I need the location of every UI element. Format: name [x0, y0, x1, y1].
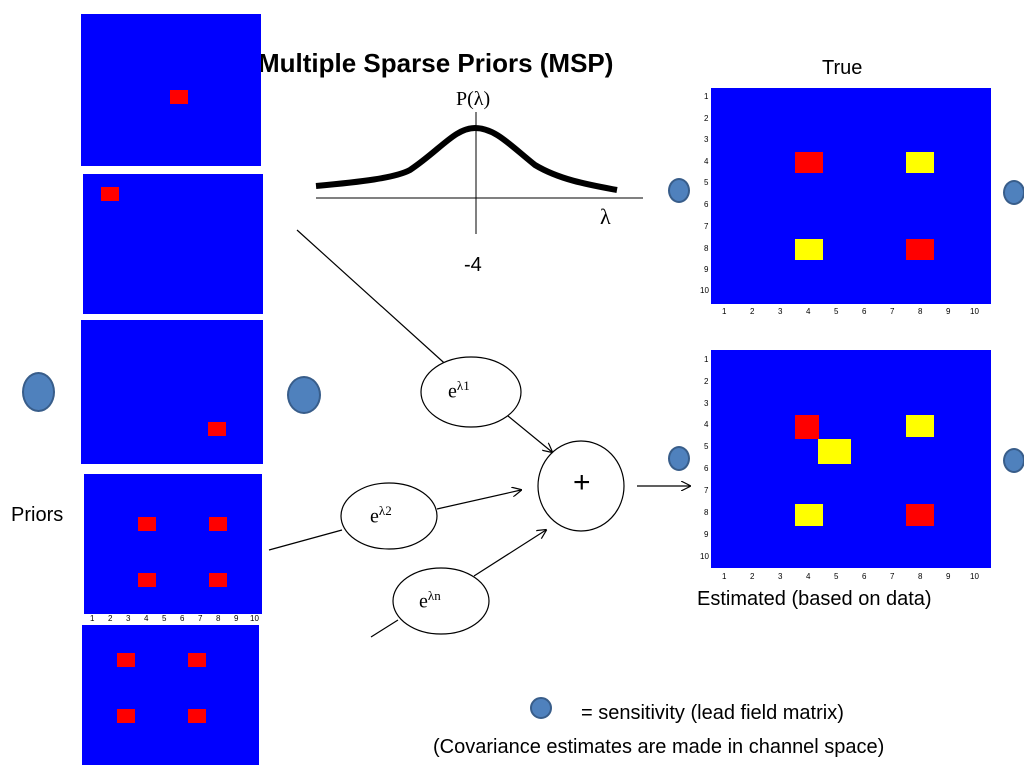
true-yticks: 1 2 3 4 5 6 7 8 9 10 [700, 92, 709, 295]
legend-sensitivity: = sensitivity (lead field matrix) [581, 702, 844, 724]
prior-curve [315, 124, 618, 193]
true-patch-yellow-2 [795, 239, 823, 260]
est-patch-yellow-1 [906, 415, 934, 437]
sensor-dot-true-left [668, 178, 690, 203]
priors-label: Priors [11, 504, 64, 526]
prior-5-patch-c [117, 709, 135, 723]
sensor-dot-est-left [668, 446, 690, 471]
sensor-dot-true-right [1003, 180, 1024, 205]
weight-n-label: eλn [419, 588, 441, 613]
prior-panel-1 [81, 14, 261, 166]
weight-1-label: eλ1 [448, 378, 470, 403]
prior-4-patch-c [138, 573, 156, 587]
est-patch-red-1 [795, 415, 819, 439]
prior-1-tick-strip [81, 166, 261, 172]
prior-panel-3 [81, 320, 263, 464]
prior-4-xticks: 1 2 3 4 5 6 7 8 9 10 [90, 614, 259, 623]
prior-4-patch-b [209, 517, 227, 531]
sensor-dot-left-2 [287, 376, 321, 414]
link-curve-w1 [296, 229, 453, 371]
est-patch-yellow-extra [818, 439, 851, 464]
true-xticks: 1 2 3 4 5 6 7 8 9 10 [722, 307, 979, 316]
prior-2-patch [101, 187, 119, 201]
prior-5-patch-b [188, 653, 206, 667]
sum-circle [537, 440, 625, 532]
est-patch-red-2 [906, 504, 934, 526]
prior-5-patch-a [117, 653, 135, 667]
curve-ylabel: P(λ) [456, 88, 491, 110]
link-prior-wn [370, 619, 399, 638]
true-label: True [822, 57, 863, 79]
weight-n-ellipse [392, 567, 490, 635]
est-patch-yellow-2 [795, 504, 823, 526]
curve-center-label: -4 [464, 254, 482, 276]
sum-symbol: + [573, 466, 591, 499]
weight-1-ellipse [420, 356, 522, 428]
est-xticks: 1 2 3 4 5 6 7 8 9 10 [722, 572, 979, 581]
prior-5-patch-d [188, 709, 206, 723]
prior-panel-2 [83, 174, 263, 314]
prior-panel-4 [84, 474, 262, 614]
prior-4-patch-a [138, 517, 156, 531]
estimated-label: Estimated (based on data) [697, 588, 932, 610]
weight-2-ellipse [340, 482, 438, 550]
arrow-wn-sum [473, 530, 546, 577]
est-yticks: 1 2 3 4 5 6 7 8 9 10 [700, 355, 709, 561]
true-patch-red-2 [906, 239, 934, 260]
link-prior-w2 [268, 529, 343, 551]
true-patch-red-1 [795, 152, 823, 173]
slide-title: Multiple Sparse Priors (MSP) [258, 48, 614, 78]
prior-panel-5 [82, 625, 259, 765]
prior-4-patch-d [209, 573, 227, 587]
prior-1-patch [170, 90, 188, 104]
true-patch-yellow-1 [906, 152, 934, 173]
true-panel [711, 88, 991, 304]
legend-sensor-dot [530, 697, 552, 719]
arrow-w1-sum [507, 415, 552, 452]
estimated-panel [711, 350, 991, 568]
weight-2-label: eλ2 [370, 503, 392, 528]
sensor-dot-left-1 [22, 372, 55, 412]
prior-3-patch [208, 422, 226, 436]
curve-xlabel: λ [600, 204, 611, 229]
arrow-w2-sum [436, 490, 521, 510]
sensor-dot-est-right [1003, 448, 1024, 473]
legend-note: (Covariance estimates are made in channe… [433, 736, 885, 758]
